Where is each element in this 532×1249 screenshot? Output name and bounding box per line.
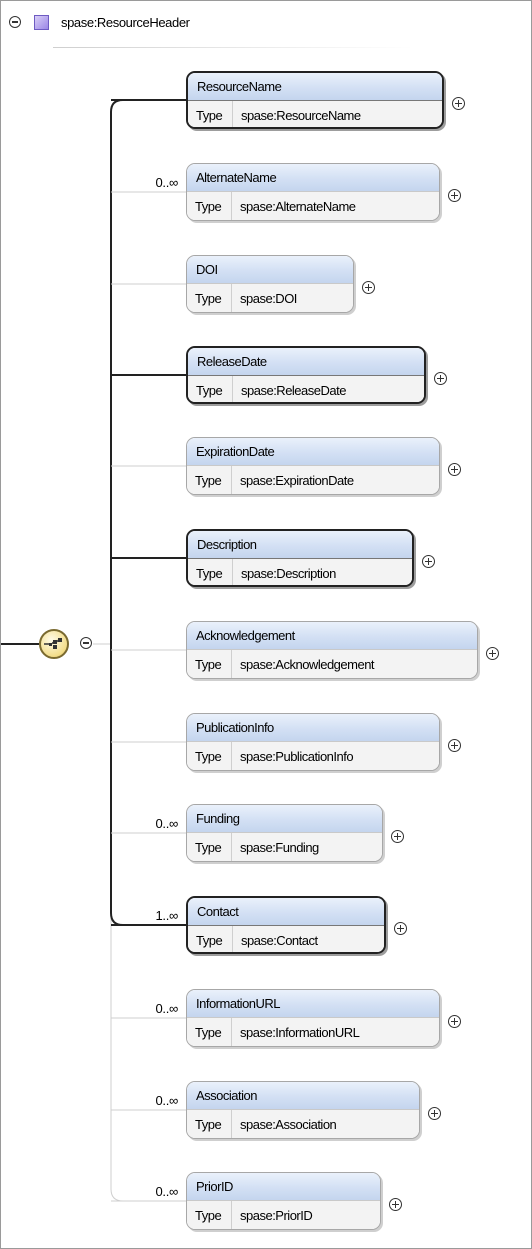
type-value: spase:ExpirationDate [240,472,354,488]
resource-header-title: spase:ResourceHeader [61,14,190,30]
sequence-compositor-icon[interactable] [39,629,69,659]
expand-icon[interactable] [452,97,465,110]
element-type-row: Type spase:Association [187,1109,419,1138]
type-value: spase:Contact [241,932,318,948]
type-value: spase:AlternateName [240,198,356,214]
sequence-icon [44,638,62,649]
element-type-row: Type spase:DOI [187,283,353,312]
element-name: Funding [187,805,382,832]
expand-icon[interactable] [448,1015,461,1028]
element-name: InformationURL [187,990,439,1017]
element-type-row: Type spase:InformationURL [187,1017,439,1046]
type-label: Type [188,926,233,952]
element-type-row: Type spase:PriorID [187,1200,380,1229]
complex-type-icon [34,14,49,30]
type-label: Type [187,1110,232,1138]
element-type-row: Type spase:ExpirationDate [187,465,439,494]
type-label: Type [188,101,233,127]
type-label: Type [187,650,232,678]
type-label: Type [187,466,232,494]
expand-icon[interactable] [422,555,435,568]
type-label: Type [188,559,233,585]
type-value: spase:InformationURL [240,1024,360,1040]
type-value: spase:ResourceName [241,107,361,123]
type-label: Type [188,376,233,402]
element-type-row: Type spase:ResourceName [188,100,442,127]
expand-icon[interactable] [434,372,447,385]
expand-icon[interactable] [448,463,461,476]
cardinality-label: 0..∞ [155,1001,178,1016]
element-name: AlternateName [187,164,439,191]
type-value: spase:Acknowledgement [240,656,375,672]
element-type-row: Type spase:AlternateName [187,191,439,220]
type-value: spase:ReleaseDate [241,382,346,398]
element-name: DOI [187,256,353,283]
element-type-row: Type spase:Description [188,558,412,585]
type-label: Type [187,1018,232,1046]
element-type-row: Type spase:PublicationInfo [187,741,439,770]
cardinality-label: 1..∞ [155,908,178,923]
expand-icon[interactable] [428,1107,441,1120]
element-type-row: Type spase:Contact [188,925,384,952]
type-label: Type [187,742,232,770]
element-name: ReleaseDate [188,348,424,375]
element-type-row: Type spase:ReleaseDate [188,375,424,402]
type-value: spase:Funding [240,839,319,855]
expand-icon[interactable] [389,1198,402,1211]
element-name: Acknowledgement [187,622,477,649]
cardinality-label: 0..∞ [155,1184,178,1199]
type-value: spase:DOI [240,290,297,306]
element-name: PublicationInfo [187,714,439,741]
element-name: PriorID [187,1173,380,1200]
cardinality-label: 0..∞ [155,1093,178,1108]
header-underline [53,47,413,48]
resource-header-row: spase:ResourceHeader [9,12,190,32]
cardinality-label: 0..∞ [155,175,178,190]
expand-icon[interactable] [394,922,407,935]
type-label: Type [187,192,232,220]
compositor-collapse-icon[interactable] [80,637,92,649]
type-label: Type [187,833,232,861]
element-name: Description [188,531,412,558]
element-type-row: Type spase:Funding [187,832,382,861]
element-name: Association [187,1082,419,1109]
element-name: ExpirationDate [187,438,439,465]
type-value: spase:PriorID [240,1207,313,1223]
type-label: Type [187,284,232,312]
type-value: spase:PublicationInfo [240,748,354,764]
collapse-toggle-icon[interactable] [9,16,21,28]
type-value: spase:Association [240,1116,337,1132]
element-name: ResourceName [188,73,442,100]
cardinality-label: 0..∞ [155,816,178,831]
expand-icon[interactable] [448,189,461,202]
type-value: spase:Description [241,565,336,581]
element-type-row: Type spase:Acknowledgement [187,649,477,678]
element-name: Contact [188,898,384,925]
expand-icon[interactable] [448,739,461,752]
expand-icon[interactable] [362,281,375,294]
expand-icon[interactable] [486,647,499,660]
type-label: Type [187,1201,232,1229]
required-spine-line [110,99,124,926]
expand-icon[interactable] [391,830,404,843]
